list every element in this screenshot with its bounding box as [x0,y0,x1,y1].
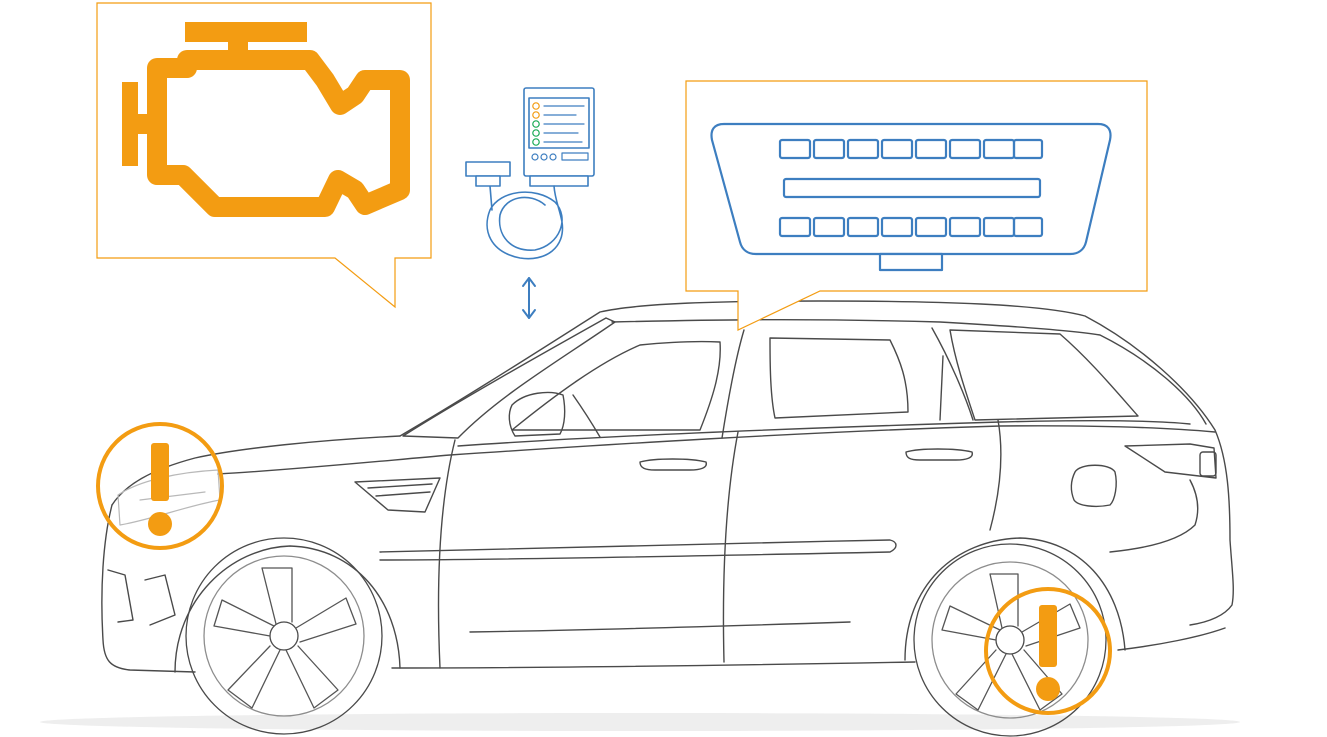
lower-crease [469,621,851,633]
car-windshield [402,317,616,439]
bidirectional-arrow-icon [522,277,536,319]
scanner-checklist [532,102,585,146]
warning-status-icon [532,102,540,110]
port-tab [878,252,944,272]
obd-port-icon [710,122,1112,272]
car-roof-inner [611,318,1207,425]
port-shell [710,122,1112,256]
obd-scanner-device [465,87,595,319]
car-front-intake [107,569,134,623]
front-door-line [437,439,456,669]
rear-reflector [1199,451,1217,477]
car-hood [111,435,401,506]
callout-bubble [96,2,432,309]
ok-status-icon [532,129,540,137]
ok-status-icon [532,120,540,128]
scanner-cable [486,185,564,260]
scanner-button [549,153,557,161]
obd-port-callout [685,80,1148,331]
car-front-intake-2 [144,574,176,626]
rear-bumper [1109,479,1199,553]
c-pillar [931,327,974,421]
fuel-cap [1070,464,1117,508]
wheel-warning-marker [984,587,1112,715]
rear-wheel [913,543,1107,737]
belt-line [457,419,1191,447]
pin-bar-middle [782,177,1042,199]
obd-plug [465,161,511,177]
headlight-warning-marker [96,422,224,550]
exclamation-icon [1036,605,1060,701]
rear-door-line [989,419,1002,531]
car-roof-line [399,300,1234,626]
front-door-handle [639,458,707,471]
ground-shadow [40,713,1240,731]
car-illustration [101,300,1234,673]
pin-row-bottom [778,216,1044,238]
rear-side-window [769,337,909,419]
taillight [1124,443,1217,479]
warning-status-icon [532,111,540,119]
c-pillar-inner [939,355,944,421]
car-hood-crease [217,425,1216,475]
quarter-window [949,329,1139,421]
seat-outline [572,394,601,438]
side-mirror [508,391,566,437]
scanner-slot [561,152,589,161]
middle-door-line [722,431,739,663]
car-rear-bumper-bottom [1117,627,1226,651]
rear-wheel-arch [904,537,1126,661]
pin-row-top [778,138,1044,160]
side-vent-slat-1 [367,483,433,489]
scanner-buttons [531,152,589,161]
car-front-bumper [101,504,196,673]
scanner-bottom [529,175,589,187]
b-pillar [721,329,745,439]
scanner-button [540,153,548,161]
side-vent-slat-2 [375,491,431,497]
car-rocker [391,661,916,669]
scanner-button [531,153,539,161]
body-crease [379,539,897,561]
front-wheel [185,537,383,735]
check-engine-callout [96,2,432,309]
front-side-window [511,340,721,431]
rear-door-handle [905,448,973,461]
check-engine-icon [122,22,410,217]
exclamation-icon [148,443,172,536]
side-vent [354,477,441,513]
ok-status-icon [532,138,540,146]
